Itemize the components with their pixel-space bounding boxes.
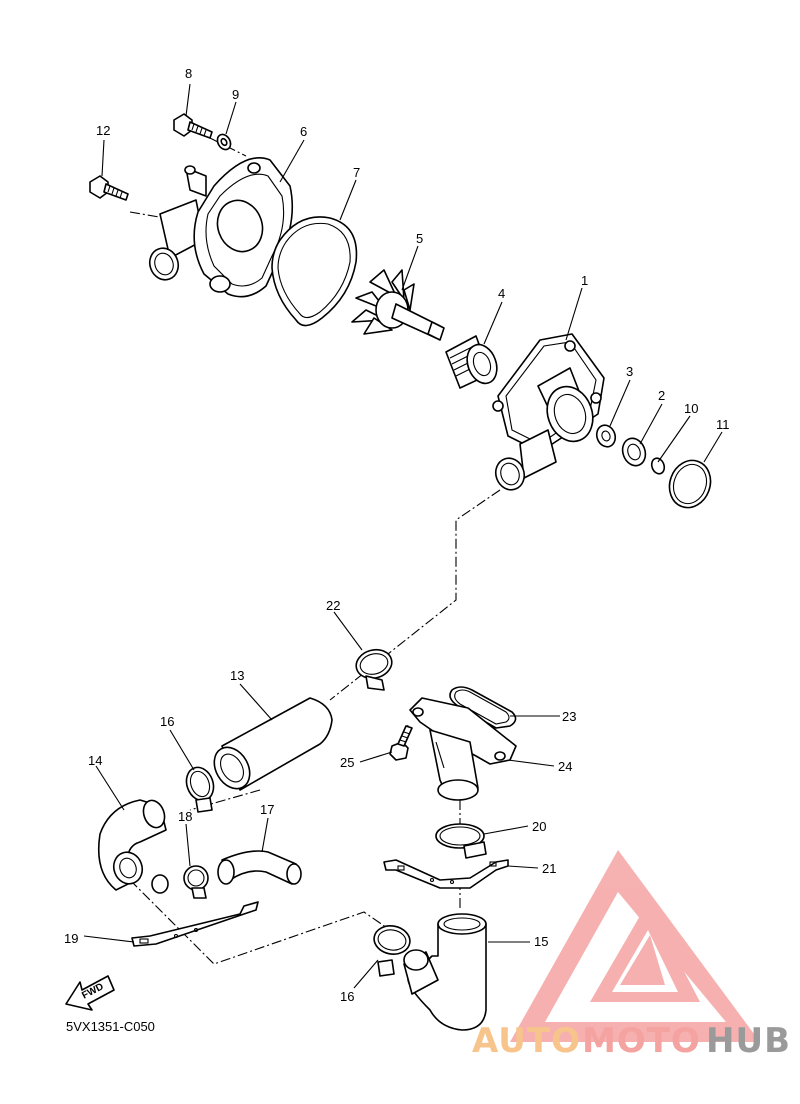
part-2-oil-seal (621, 437, 647, 467)
part-4-seal (445, 335, 498, 389)
callout-11: 11 (716, 417, 730, 432)
part-13-hose (213, 697, 333, 791)
triangle-logo-icon (510, 850, 760, 1042)
part-25-bolt (389, 725, 413, 761)
part-15-pipe (403, 913, 487, 1031)
callout-10: 10 (684, 401, 698, 416)
part-24-outlet (409, 697, 517, 801)
part-14-elbow-hose (97, 799, 169, 894)
fwd-arrow-icon: FWD (65, 975, 115, 1011)
callout-9: 9 (232, 87, 239, 102)
callout-4: 4 (498, 286, 505, 301)
callout-19: 19 (64, 931, 78, 946)
part-5-impeller (351, 269, 445, 341)
part-6-pump-cover (148, 157, 294, 298)
callout-7: 7 (353, 165, 360, 180)
callout-21: 21 (542, 861, 556, 876)
diagram-code: 5VX1351-C050 (66, 1019, 155, 1034)
callout-1: 1 (581, 273, 588, 288)
part-20-clamp (435, 823, 487, 859)
part-1-pump-housing (492, 333, 605, 491)
callout-17: 17 (260, 802, 274, 817)
part-11-o-ring (668, 459, 712, 509)
callout-3: 3 (626, 364, 633, 379)
callout-23: 23 (562, 709, 576, 724)
part-3-bearing (595, 424, 617, 448)
callout-5: 5 (416, 231, 423, 246)
part-21-bracket (383, 859, 509, 889)
callout-16-lower: 16 (340, 989, 354, 1004)
watermark: AUTO MOTO HUB (472, 1021, 791, 1061)
callout-25: 25 (340, 755, 354, 770)
callouts: 1 2 3 4 5 6 7 8 9 10 11 12 13 14 15 16 1… (64, 66, 730, 1004)
part-9-washer (216, 133, 232, 151)
part-7-gasket (271, 216, 358, 327)
callout-24: 24 (558, 759, 572, 774)
part-8-bolt (173, 113, 213, 139)
callout-8: 8 (185, 66, 192, 81)
callout-20: 20 (532, 819, 546, 834)
watermark-text-hub: HUB (706, 1021, 791, 1061)
callout-16-upper: 16 (160, 714, 174, 729)
part-16-clamp-lower (373, 925, 411, 977)
watermark-text-auto: AUTO (472, 1021, 581, 1061)
callout-15: 15 (534, 934, 548, 949)
callout-12: 12 (96, 123, 110, 138)
part-12-bolt (89, 175, 129, 201)
leader-lines (83, 83, 723, 989)
part-23-gasket (449, 686, 517, 729)
part-17-hose (217, 850, 302, 885)
callout-13: 13 (230, 668, 244, 683)
callout-18: 18 (178, 809, 192, 824)
callout-2: 2 (658, 388, 665, 403)
part-10-circlip (650, 457, 666, 475)
part-19-bracket (131, 901, 259, 947)
part-22-clamp (355, 648, 393, 691)
callout-6: 6 (300, 124, 307, 139)
callout-14: 14 (88, 753, 102, 768)
part-18-clamp (183, 865, 209, 899)
part-16-clamp-upper (185, 766, 215, 813)
callout-22: 22 (326, 598, 340, 613)
watermark-text-moto: MOTO (582, 1021, 701, 1061)
